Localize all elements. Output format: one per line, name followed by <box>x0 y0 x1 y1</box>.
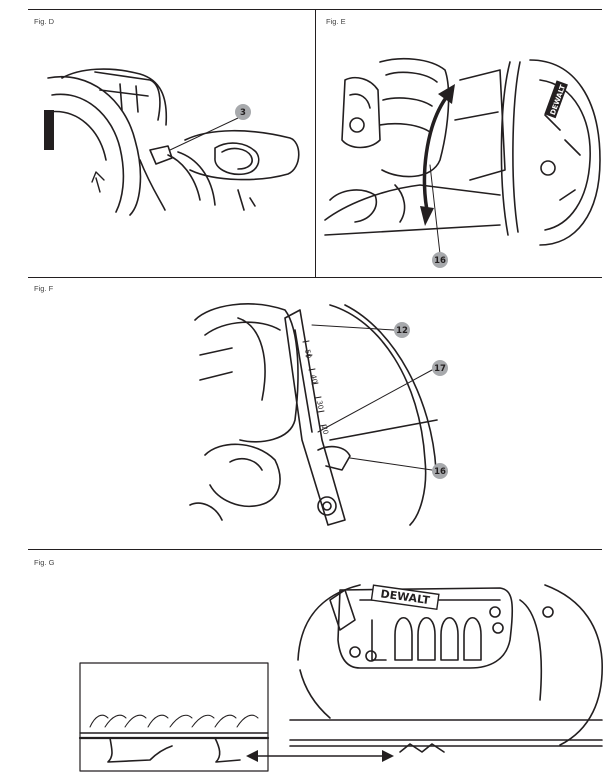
fig-f-label: Fig. F <box>34 284 54 293</box>
fig-d-label: Fig. D <box>34 17 55 26</box>
scale-mark-20: 20 <box>320 425 330 435</box>
scale-mark-50: 50 <box>303 349 313 359</box>
callout-12: 12 <box>396 326 408 336</box>
fig-e-label: Fig. E <box>326 17 346 26</box>
scale-mark-30: 30 <box>315 400 325 410</box>
callout-3: 3 <box>240 108 246 118</box>
callout-16-e: 16 <box>434 256 446 266</box>
callout-16-f: 16 <box>434 467 446 477</box>
divider-d-e <box>315 9 316 277</box>
fig-g-label: Fig. G <box>34 558 55 567</box>
scale-mark-40: 40 <box>309 374 319 384</box>
callout-17: 17 <box>434 364 446 374</box>
rule-below-de <box>28 277 602 278</box>
rule-below-f <box>28 549 602 550</box>
